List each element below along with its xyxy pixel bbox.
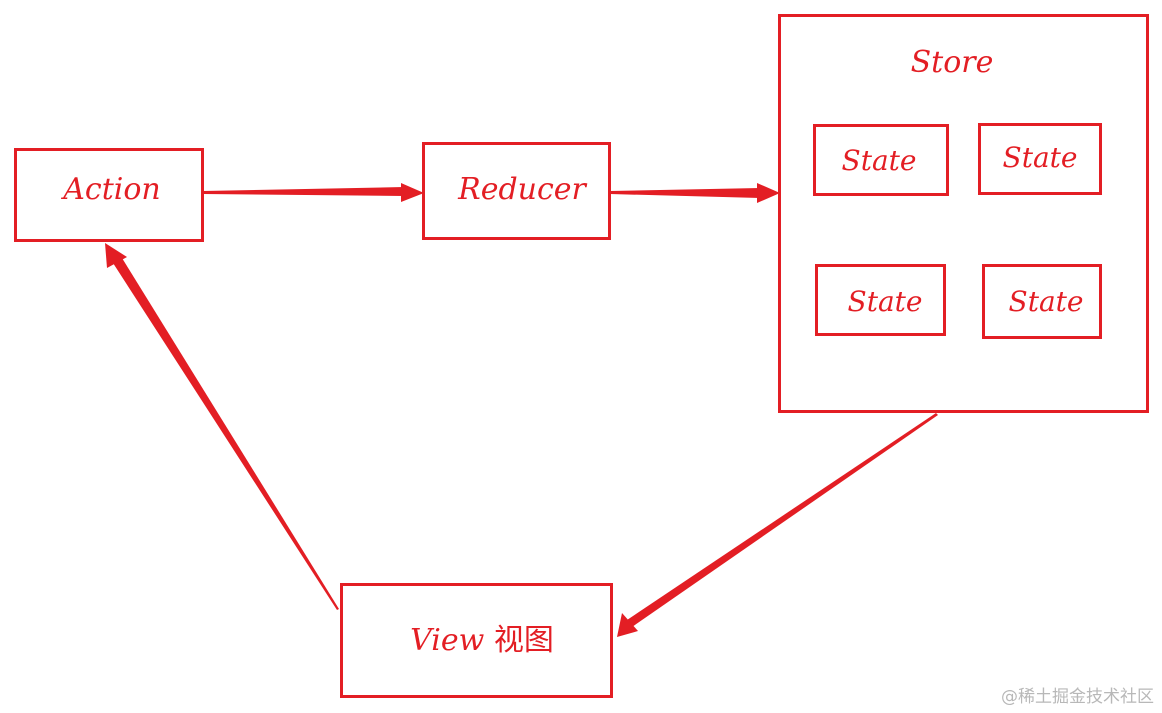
state-node-3: [815, 264, 946, 336]
store-label: Store: [910, 45, 994, 80]
reducer-node: [422, 142, 611, 240]
view-label: View 视图: [410, 626, 554, 656]
arrow-view-to-action: [105, 243, 339, 610]
view-node: [340, 583, 613, 698]
action-node: [14, 148, 204, 242]
arrow-store-to-view: [617, 413, 938, 637]
reducer-label: Reducer: [458, 172, 586, 207]
arrow-reducer-to-store: [610, 183, 780, 203]
state-node-2: [978, 123, 1102, 195]
view-label-cjk: 视图: [493, 623, 554, 658]
state-node-1: [813, 124, 949, 196]
store-node: [778, 14, 1149, 413]
action-label: Action: [63, 172, 161, 207]
state-node-4: [982, 264, 1102, 339]
watermark: @稀土掘金技术社区: [1001, 687, 1154, 707]
state-label-1: State: [841, 144, 917, 177]
arrow-action-to-reducer: [203, 183, 424, 202]
state-label-2: State: [1002, 141, 1078, 174]
view-label-latin: View: [410, 623, 485, 658]
state-label-4: State: [1008, 285, 1084, 318]
state-label-3: State: [847, 285, 923, 318]
